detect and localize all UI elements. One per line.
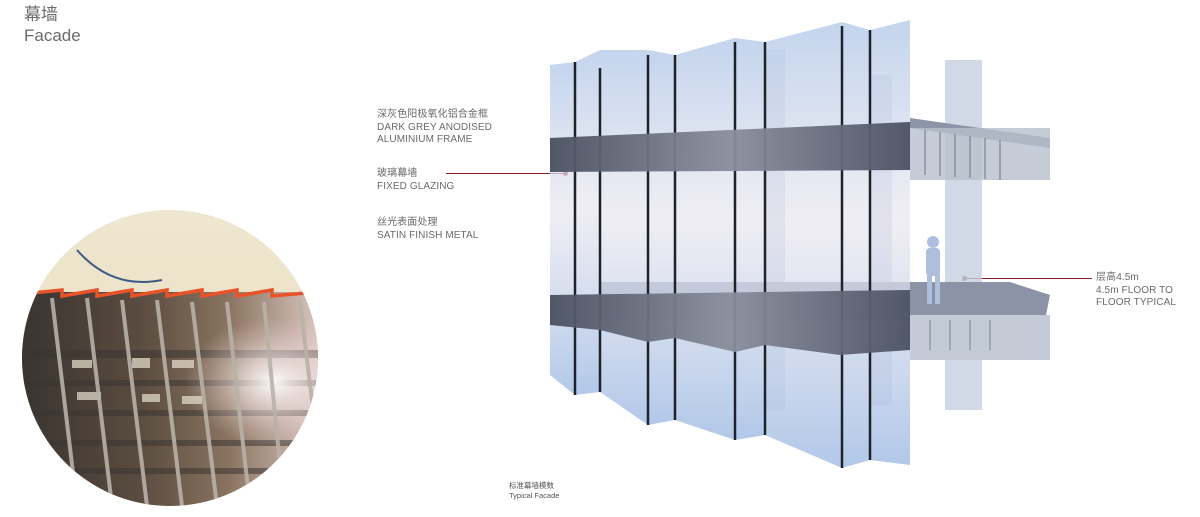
title-english: Facade: [24, 26, 81, 45]
leader-line-glazing: [446, 173, 566, 174]
facade-render: [540, 20, 1060, 470]
annotation-frame: 深灰色阳极氧化铝合金框 DARK GREY ANODISED ALUMINIUM…: [377, 109, 492, 145]
caption-english: Typical Facade: [509, 491, 560, 500]
page-title: 幕墙 Facade: [24, 4, 81, 46]
annotation-glazing: 玻璃幕墙 FIXED GLAZING: [377, 168, 455, 192]
title-chinese: 幕墙: [24, 5, 58, 24]
caption-chinese: 标准幕墙模数: [509, 481, 554, 490]
figure-caption: 标准幕墙模数 Typical Facade: [509, 481, 559, 501]
person-figure-icon: [926, 236, 940, 304]
facade-photo: [22, 210, 318, 506]
facade-photo-icon: [22, 210, 318, 506]
annotation-satin-metal: 丝光表面处理 SATIN FINISH METAL: [377, 217, 479, 241]
leader-line-floor-height: [964, 278, 1092, 279]
annotation-floor-height: 层高4.5m 4.5m FLOOR TO FLOOR TYPICAL: [1096, 272, 1177, 308]
curtain-wall-render-icon: [550, 20, 1050, 468]
